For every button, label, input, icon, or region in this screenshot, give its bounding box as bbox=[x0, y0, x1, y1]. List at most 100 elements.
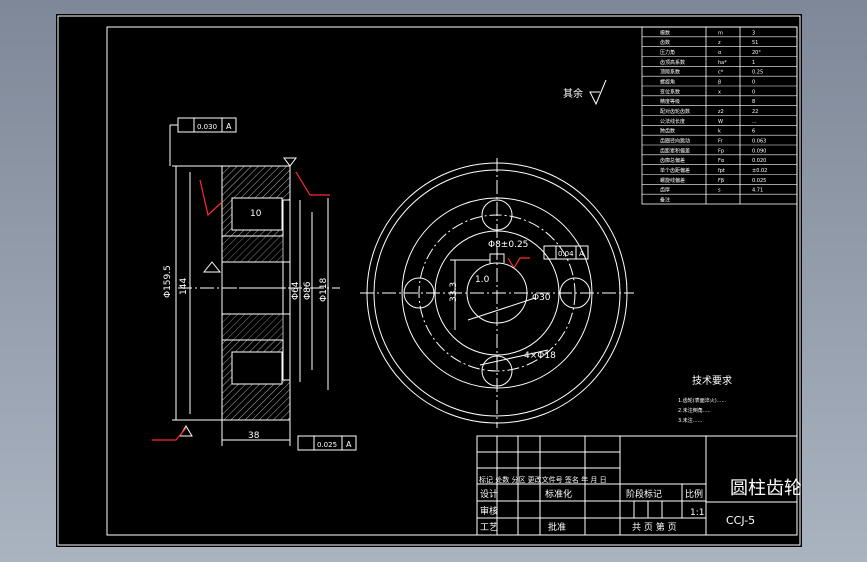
param-cell: Fα bbox=[718, 158, 725, 164]
param-cell: ha* bbox=[718, 60, 727, 66]
tech-requirements: 技术要求 1.齿轮(表面淬火)...... 2.未注倒角..... 3.未注..… bbox=[678, 374, 732, 424]
dim-runout-2: 0.025 bbox=[317, 441, 337, 449]
hole-section-top bbox=[231, 197, 283, 231]
param-cell: 51 bbox=[752, 40, 758, 46]
param-cell: 齿厚 bbox=[660, 188, 670, 194]
dim-chamfer: 1.0 bbox=[475, 275, 490, 285]
red-roughness-marks bbox=[152, 171, 530, 441]
runout-frame-bottom bbox=[297, 435, 357, 451]
param-cell: s bbox=[718, 188, 721, 194]
param-cell: 齿顶高系数 bbox=[660, 59, 685, 66]
sym-frame bbox=[543, 245, 589, 260]
tb-approve: 批准 bbox=[548, 521, 566, 533]
param-cell: 螺旋角 bbox=[660, 79, 675, 86]
tech-line-2: 2.未注倒角..... bbox=[678, 407, 711, 414]
tb-design: 设计 bbox=[480, 488, 498, 500]
drawing-code: CCJ-5 bbox=[726, 514, 755, 527]
section-hatch-hub-bottom bbox=[221, 313, 284, 341]
param-cell: 变位系数 bbox=[660, 88, 680, 95]
dim-sym-datum: A bbox=[579, 250, 584, 258]
param-cell: 齿廓总偏差 bbox=[660, 157, 685, 164]
tech-line-1: 1.齿轮(表面淬火)...... bbox=[678, 397, 727, 404]
param-cell: x bbox=[718, 89, 721, 95]
dim-key: 10 bbox=[250, 209, 262, 219]
param-cell: m bbox=[718, 30, 723, 36]
dim-datum-2: A bbox=[346, 440, 352, 449]
dim-runout-1: 0.030 bbox=[197, 123, 217, 131]
param-cell: 跨齿数 bbox=[660, 128, 675, 135]
drawing-sheet bbox=[56, 14, 802, 547]
drawing-title: 圆柱齿轮 bbox=[730, 478, 802, 499]
param-cell: 3 bbox=[752, 30, 755, 36]
roughness-rest-label: 其余 bbox=[563, 87, 583, 100]
dim-da: Φ159.5 bbox=[163, 265, 173, 298]
param-cell: 0.025 bbox=[752, 178, 766, 184]
param-cell: 齿圈径向跳动 bbox=[660, 138, 690, 145]
param-cell: 0.020 bbox=[752, 158, 766, 164]
tb-ratio: 比例 bbox=[685, 488, 703, 500]
param-cell: Fp bbox=[718, 148, 724, 154]
tb-process: 工艺 bbox=[480, 522, 498, 533]
param-cell: 公法线长度 bbox=[660, 118, 685, 125]
param-cell: 模数 bbox=[660, 29, 670, 36]
section-hatch-hub-top bbox=[221, 235, 284, 263]
tb-sheets: 共 页 第 页 bbox=[632, 521, 677, 533]
param-cell: 0.090 bbox=[752, 148, 766, 154]
param-cell: 压力角 bbox=[660, 49, 675, 56]
param-cell: α bbox=[718, 50, 722, 56]
param-cell: 单个齿距偏差 bbox=[660, 167, 690, 174]
dim-df: 144 bbox=[179, 278, 189, 295]
dim-bore-tol: Φ8±0.25 bbox=[488, 240, 528, 250]
section-dim-texts: 38 10 0.030 A 0.025 A Φ159.5 144 Φ64 Φ86… bbox=[163, 122, 352, 449]
param-cell: 22 bbox=[752, 109, 758, 115]
param-cell: 0.25 bbox=[752, 70, 763, 76]
hole-section-bottom bbox=[231, 351, 283, 385]
param-cell: β bbox=[718, 80, 721, 86]
param-cell: k bbox=[718, 129, 721, 135]
title-block-texts: 标记 处数 分区 更改文件号 签名 年 月 日 设计 标准化 审核 工艺 批准 … bbox=[479, 475, 802, 533]
section-view bbox=[169, 117, 357, 451]
tb-standardize: 标准化 bbox=[545, 488, 572, 500]
front-view bbox=[360, 79, 634, 428]
dim-holes: 4×Φ18 bbox=[524, 351, 556, 361]
param-cell: c* bbox=[718, 70, 724, 76]
title-block bbox=[476, 435, 798, 536]
param-cell: 0.063 bbox=[752, 139, 766, 145]
param-cell: fpt bbox=[718, 168, 725, 174]
param-cell: 顶隙系数 bbox=[660, 69, 680, 76]
dim-sym: 0.04 bbox=[558, 250, 574, 258]
param-cell: Fβ bbox=[718, 178, 724, 184]
param-cell: 0 bbox=[752, 80, 755, 86]
param-cell: 8 bbox=[752, 99, 755, 105]
param-cell: z bbox=[718, 40, 721, 46]
inner-border bbox=[106, 26, 798, 536]
dim-d3: Φ118 bbox=[319, 277, 329, 302]
param-cell: 螺旋线偏差 bbox=[660, 177, 685, 184]
param-cell: 齿距累积偏差 bbox=[660, 147, 690, 154]
param-cell: Fr bbox=[718, 139, 724, 145]
param-cell: W bbox=[718, 119, 723, 125]
dim-d1: Φ64 bbox=[291, 281, 301, 300]
dim-d2: Φ86 bbox=[303, 281, 313, 300]
tb-check: 审核 bbox=[480, 505, 498, 517]
param-cell: 齿数 bbox=[660, 39, 670, 46]
param-cell: 配对齿轮齿数 bbox=[660, 108, 690, 115]
dim-width: 38 bbox=[248, 431, 260, 441]
param-cell: 备注 bbox=[660, 197, 670, 204]
front-dim-texts: Φ8±0.25 0.04 A Φ30 4×Φ18 1.0 33.3 其余 bbox=[449, 87, 584, 361]
tech-title: 技术要求 bbox=[692, 374, 732, 387]
param-cell: 6 bbox=[752, 129, 755, 135]
dim-datum-1: A bbox=[226, 122, 232, 131]
param-cell: 20° bbox=[752, 50, 761, 56]
param-cell: 1 bbox=[752, 60, 755, 66]
tb-row1: 标记 处数 分区 更改文件号 签名 年 月 日 bbox=[479, 475, 607, 484]
param-cell: ±0.02 bbox=[752, 168, 767, 174]
param-cell: 精度等级 bbox=[660, 98, 680, 105]
param-cell: ... bbox=[752, 119, 757, 125]
outer-border bbox=[57, 15, 801, 546]
param-cell: z2 bbox=[718, 109, 724, 115]
tb-stage: 阶段标记 bbox=[626, 488, 662, 500]
dim-keydepth: 33.3 bbox=[449, 282, 459, 302]
dim-hub: Φ30 bbox=[532, 293, 551, 303]
